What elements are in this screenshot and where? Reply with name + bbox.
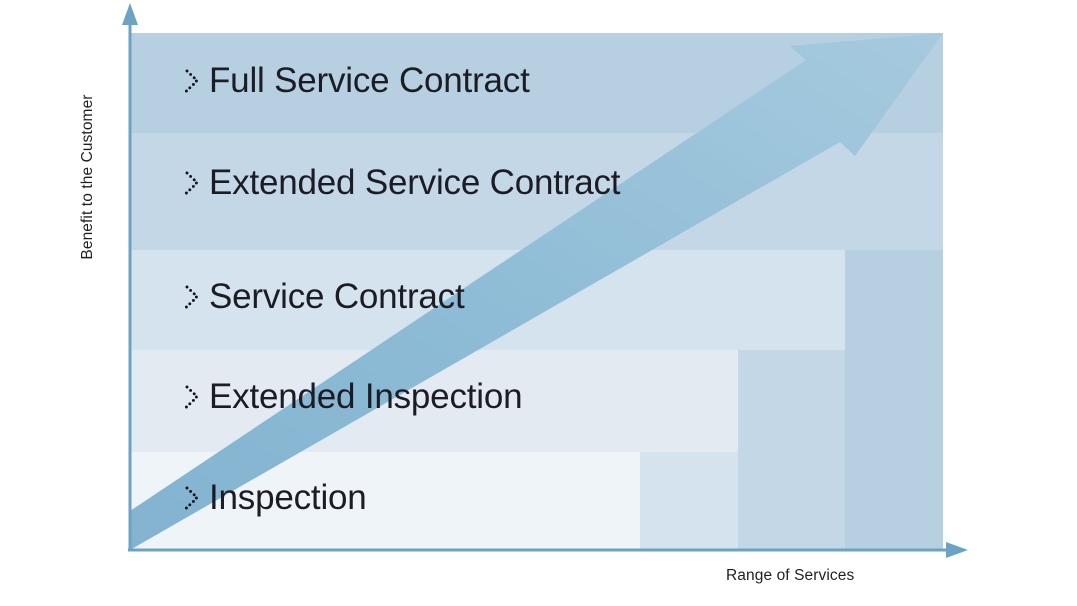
tier-label-full-service-contract[interactable]: Full Service Contract xyxy=(185,63,530,98)
y-axis-title: Benefit to the Customer xyxy=(79,94,96,260)
tier-label-text: Service Contract xyxy=(209,277,465,316)
chevron-dots-icon xyxy=(185,385,198,408)
tier-label-extended-service-contract[interactable]: Extended Service Contract xyxy=(185,163,621,202)
tier-label-text: Extended Inspection xyxy=(209,377,523,416)
tier-label-text: Inspection xyxy=(209,478,367,517)
x-axis-arrowhead xyxy=(946,542,968,558)
y-axis-arrowhead xyxy=(122,3,138,25)
tier-label-inspection[interactable]: Inspection xyxy=(185,480,367,515)
chevron-dots-icon xyxy=(185,171,198,194)
tier-label-text: Extended Service Contract xyxy=(209,163,621,202)
tier-label-extended-inspection[interactable]: Extended Inspection xyxy=(185,377,523,416)
chevron-dots-icon xyxy=(185,285,198,308)
tier-label-text: Full Service Contract xyxy=(209,61,530,100)
chevron-dots-icon xyxy=(185,69,198,92)
chevron-dots-icon xyxy=(185,486,198,509)
x-axis-title: Range of Services xyxy=(726,567,855,584)
tier-label-service-contract[interactable]: Service Contract xyxy=(185,279,465,314)
